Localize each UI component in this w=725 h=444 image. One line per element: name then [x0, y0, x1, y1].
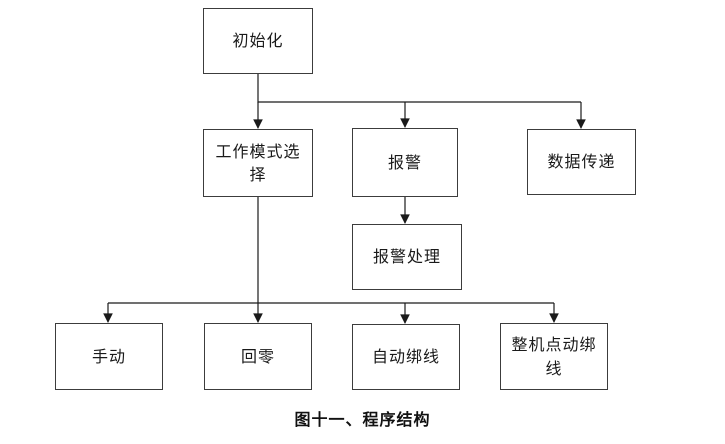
node-alarm: 报警 — [352, 128, 458, 197]
node-auto-binding: 自动绑线 — [352, 324, 460, 390]
figure-caption: 图十一、程序结构 — [294, 410, 431, 429]
node-mode-select: 工作模式选择 — [203, 129, 313, 197]
node-init-label: 初始化 — [232, 31, 284, 51]
node-return-zero-label: 回零 — [240, 346, 275, 366]
node-data-transfer: 数据传递 — [527, 129, 636, 195]
node-init: 初始化 — [203, 8, 313, 74]
edge-init-bus — [257, 74, 581, 103]
edge-mode-bus — [108, 197, 554, 304]
node-jog-binding: 整机点动绑线 — [500, 323, 608, 390]
node-alarm-handling-label: 报警处理 — [372, 247, 441, 267]
node-alarm-label: 报警 — [387, 152, 422, 172]
node-mode-select-label: 工作模式选择 — [215, 141, 301, 184]
node-manual: 手动 — [55, 323, 163, 390]
node-jog-binding-label: 整机点动绑线 — [511, 335, 597, 378]
node-manual-label: 手动 — [91, 346, 126, 366]
node-alarm-handling: 报警处理 — [352, 224, 462, 290]
node-data-transfer-label: 数据传递 — [547, 152, 616, 172]
node-auto-binding-label: 自动绑线 — [371, 347, 440, 367]
node-return-zero: 回零 — [204, 323, 312, 390]
